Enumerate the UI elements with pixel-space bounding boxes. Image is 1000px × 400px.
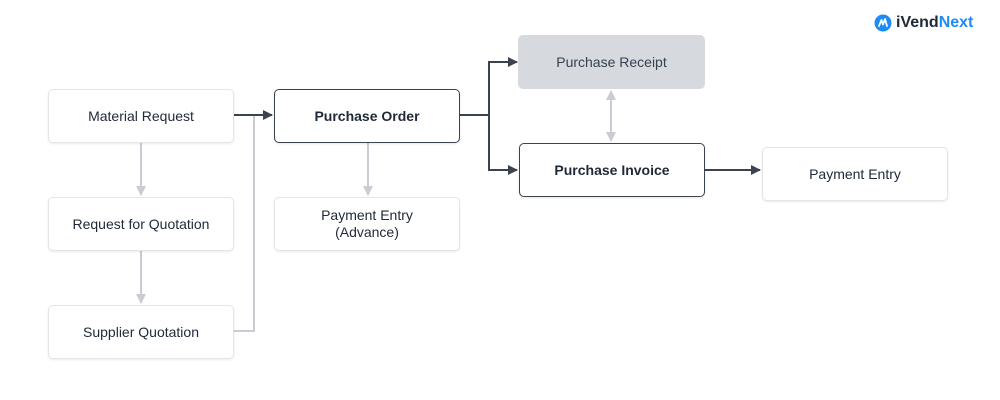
node-supplier-quotation: Supplier Quotation [48, 305, 234, 359]
logo-text-prefix: iVend [896, 14, 939, 31]
node-purchase-receipt: Purchase Receipt [518, 35, 705, 89]
arrow-po-to-invoice [488, 115, 518, 175]
node-payment-entry-advance: Payment Entry (Advance) [274, 197, 460, 251]
node-request-for-quotation: Request for Quotation [48, 197, 234, 251]
node-purchase-invoice: Purchase Invoice [519, 143, 705, 197]
logo-text: iVendNext [896, 14, 973, 32]
connector-sq-to-po [234, 115, 255, 332]
logo-text-suffix: Next [938, 14, 974, 31]
node-payment-entry: Payment Entry [762, 147, 948, 201]
arrow-po-to-receipt [460, 57, 518, 116]
node-material-request: Material Request [48, 89, 234, 143]
node-purchase-order: Purchase Order [274, 89, 460, 143]
brand-logo: iVendNext [874, 14, 973, 32]
ivendnext-logo-icon [874, 14, 892, 32]
